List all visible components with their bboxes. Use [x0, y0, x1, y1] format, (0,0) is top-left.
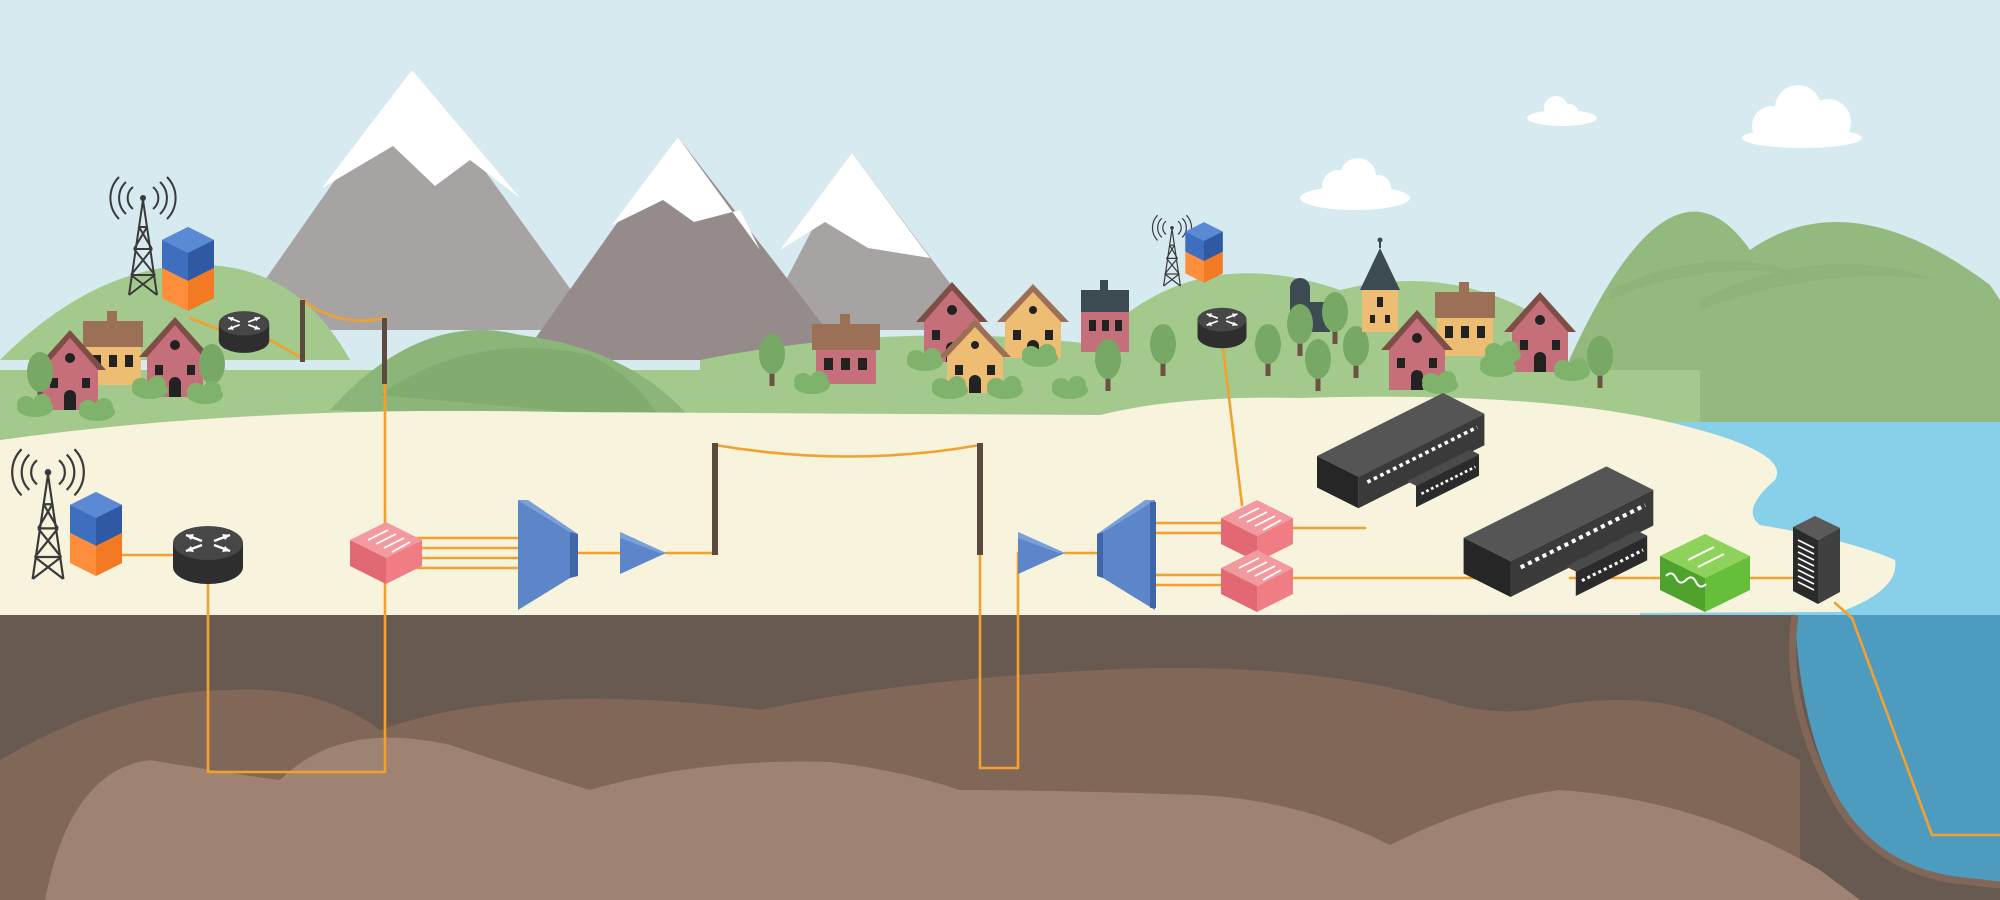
- router-icon: [217, 310, 271, 354]
- cube-stack-icon: [1185, 222, 1223, 283]
- optical-splitter-icon: [518, 500, 578, 610]
- utility-pole-icon: [300, 300, 387, 384]
- optical-splitter-icon: [1097, 500, 1156, 610]
- router-icon: [171, 524, 245, 586]
- router-icon: [1196, 306, 1248, 350]
- underground: [0, 614, 2000, 900]
- cube-stack-icon: [162, 227, 214, 311]
- amplifier-icon: [1018, 532, 1065, 574]
- cloud-icon: [1300, 158, 1410, 210]
- village-center: [759, 280, 1176, 399]
- mountain-icon: [230, 70, 985, 360]
- server-rack-icon: [1793, 516, 1840, 604]
- village-right: [1255, 237, 1613, 394]
- cloud-icon: [1742, 85, 1862, 148]
- transmission-node-icon: [1660, 534, 1750, 612]
- cube-stack-icon: [70, 492, 122, 576]
- church-icon: [1360, 237, 1400, 332]
- utility-pole-icon: [712, 443, 983, 555]
- cloud-icon: [1527, 96, 1597, 126]
- amplifier-icon: [620, 532, 666, 574]
